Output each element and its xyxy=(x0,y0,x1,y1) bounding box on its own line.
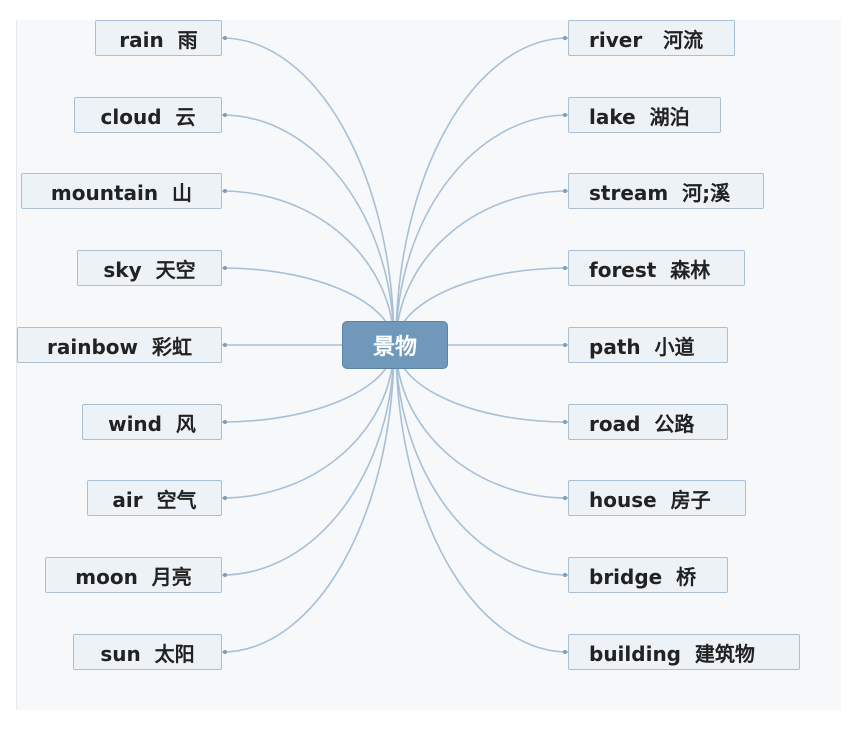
node-forest[interactable]: forest 森林 xyxy=(568,250,745,286)
node-road[interactable]: road 公路 xyxy=(568,404,728,440)
node-wind-connector-dot xyxy=(223,420,227,424)
node-mountain-connector-dot xyxy=(223,189,227,193)
node-cloud[interactable]: cloud 云 xyxy=(74,97,222,133)
node-sun[interactable]: sun 太阳 xyxy=(73,634,222,670)
node-forest-connector-dot xyxy=(563,266,567,270)
node-path-connector-dot xyxy=(563,343,567,347)
node-path[interactable]: path 小道 xyxy=(568,327,728,363)
node-sky-connector-dot xyxy=(223,266,227,270)
central-topic[interactable]: 景物 xyxy=(342,321,448,369)
node-river-connector-dot xyxy=(563,36,567,40)
node-sky[interactable]: sky 天空 xyxy=(77,250,222,286)
node-rainbow-connector-dot xyxy=(223,343,227,347)
node-wind[interactable]: wind 风 xyxy=(82,404,222,440)
node-moon[interactable]: moon 月亮 xyxy=(45,557,222,593)
node-moon-connector-dot xyxy=(223,573,227,577)
node-lake-connector-dot xyxy=(563,113,567,117)
node-house[interactable]: house 房子 xyxy=(568,480,746,516)
node-house-connector-dot xyxy=(563,496,567,500)
node-rain[interactable]: rain 雨 xyxy=(95,20,222,56)
node-building-connector-dot xyxy=(563,650,567,654)
node-rainbow[interactable]: rainbow 彩虹 xyxy=(17,327,222,363)
node-bridge[interactable]: bridge 桥 xyxy=(568,557,728,593)
node-sun-connector-dot xyxy=(223,650,227,654)
node-road-connector-dot xyxy=(563,420,567,424)
node-stream[interactable]: stream 河;溪 xyxy=(568,173,764,209)
node-bridge-connector-dot xyxy=(563,573,567,577)
node-stream-connector-dot xyxy=(563,189,567,193)
node-rain-connector-dot xyxy=(223,36,227,40)
node-lake[interactable]: lake 湖泊 xyxy=(568,97,721,133)
node-air-connector-dot xyxy=(223,496,227,500)
node-river[interactable]: river 河流 xyxy=(568,20,735,56)
node-cloud-connector-dot xyxy=(223,113,227,117)
node-building[interactable]: building 建筑物 xyxy=(568,634,800,670)
node-mountain[interactable]: mountain 山 xyxy=(21,173,222,209)
node-air[interactable]: air 空气 xyxy=(87,480,222,516)
